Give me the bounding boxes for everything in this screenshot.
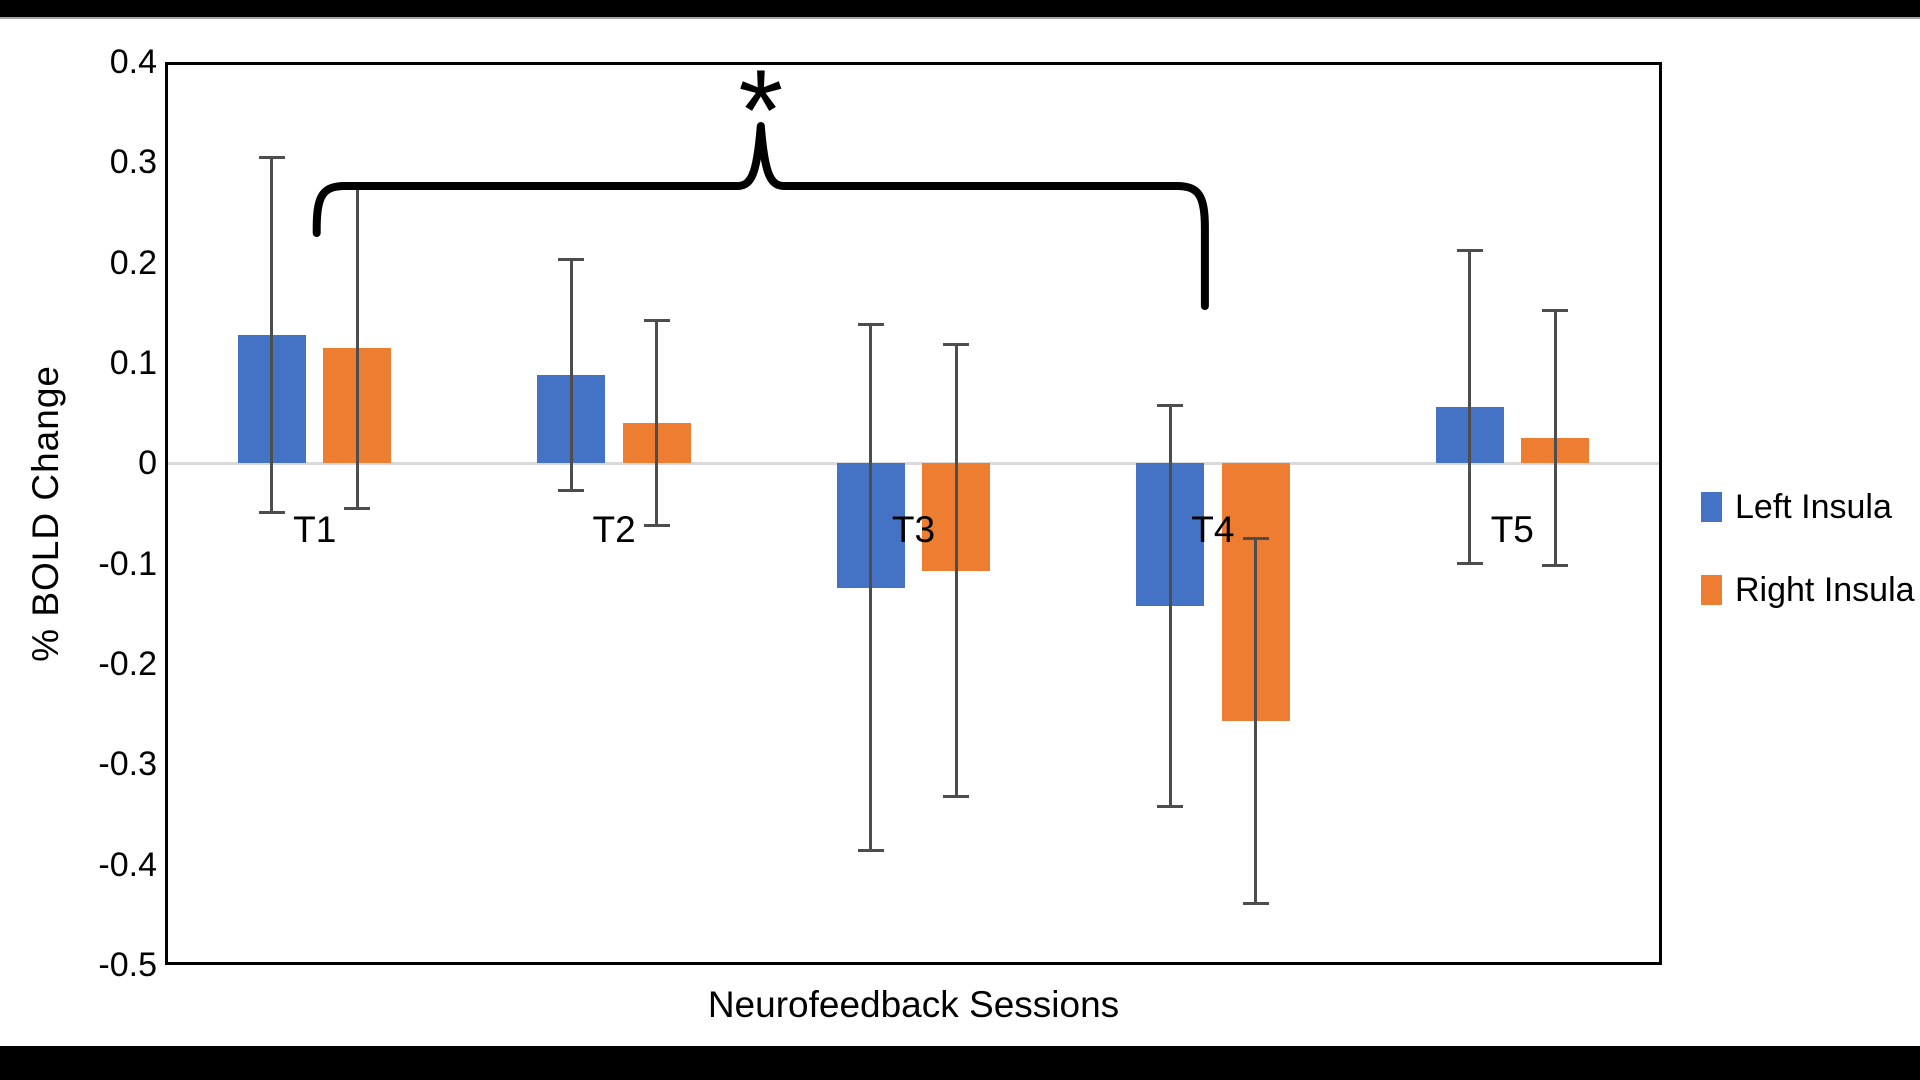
- legend: Left Insula Right Insula: [1701, 487, 1915, 609]
- error-cap-bottom-right-insula-T3: [943, 794, 970, 798]
- y-tick-label: -0.4: [98, 845, 157, 884]
- error-bar-right-insula-T4: [1254, 538, 1258, 904]
- error-cap-bottom-right-insula-T2: [643, 524, 670, 528]
- category-label-T1: T1: [293, 509, 337, 551]
- y-tick-label: 0: [138, 444, 157, 483]
- error-cap-top-left-insula-T1: [258, 155, 285, 159]
- error-bar-left-insula-T2: [569, 259, 573, 491]
- y-tick-label: 0.2: [109, 243, 157, 282]
- top-border-bar: [0, 0, 1920, 17]
- error-bar-right-insula-T1: [355, 187, 359, 509]
- error-cap-bottom-right-insula-T5: [1542, 564, 1569, 568]
- error-bar-right-insula-T3: [954, 344, 958, 797]
- y-tick-label: -0.1: [98, 544, 157, 583]
- error-cap-bottom-left-insula-T5: [1456, 562, 1483, 566]
- error-cap-bottom-right-insula-T4: [1242, 902, 1269, 906]
- legend-swatch-left-insula: [1701, 492, 1722, 522]
- error-cap-bottom-left-insula-T1: [258, 510, 285, 514]
- error-bar-left-insula-T5: [1468, 250, 1472, 564]
- legend-swatch-right-insula: [1701, 575, 1722, 605]
- error-bar-left-insula-T1: [270, 157, 274, 513]
- error-cap-top-right-insula-T4: [1242, 537, 1269, 541]
- y-tick-label: 0.1: [109, 344, 157, 382]
- y-tick-label: -0.3: [98, 745, 157, 784]
- y-tick-label: 0.3: [109, 143, 157, 182]
- error-bar-left-insula-T4: [1168, 405, 1172, 807]
- legend-label-right-insula: Right Insula: [1735, 570, 1915, 609]
- legend-item-left-insula: Left Insula: [1701, 487, 1915, 526]
- y-tick-label: -0.5: [98, 946, 157, 984]
- error-bar-right-insula-T2: [655, 320, 659, 526]
- plot-area-border: [165, 62, 1662, 965]
- category-label-T5: T5: [1490, 509, 1534, 551]
- x-axis-title: Neurofeedback Sessions: [707, 984, 1120, 1025]
- zero-gridline: [167, 461, 1660, 465]
- error-cap-bottom-left-insula-T3: [857, 849, 884, 853]
- category-label-T3: T3: [891, 509, 936, 551]
- bottom-border-bar: [0, 1046, 1920, 1080]
- y-tick-label: -0.2: [98, 645, 157, 683]
- error-cap-top-right-insula-T2: [643, 319, 670, 323]
- error-cap-bottom-left-insula-T2: [558, 488, 585, 492]
- category-label-T4: T4: [1191, 509, 1235, 551]
- error-cap-top-left-insula-T4: [1157, 403, 1184, 407]
- top-border-underline: [0, 17, 1920, 19]
- error-cap-bottom-right-insula-T1: [344, 506, 371, 510]
- error-cap-top-right-insula-T5: [1542, 309, 1569, 313]
- error-bar-left-insula-T3: [869, 324, 873, 851]
- error-cap-bottom-left-insula-T4: [1157, 804, 1184, 808]
- category-label-T2: T2: [592, 509, 636, 551]
- legend-label-left-insula: Left Insula: [1735, 487, 1892, 526]
- error-cap-top-right-insula-T3: [943, 343, 970, 347]
- legend-item-right-insula: Right Insula: [1701, 570, 1915, 609]
- error-cap-top-left-insula-T5: [1456, 249, 1483, 253]
- error-bar-right-insula-T5: [1553, 310, 1557, 566]
- y-tick-label: 0.4: [109, 43, 157, 81]
- error-cap-top-left-insula-T3: [857, 323, 884, 327]
